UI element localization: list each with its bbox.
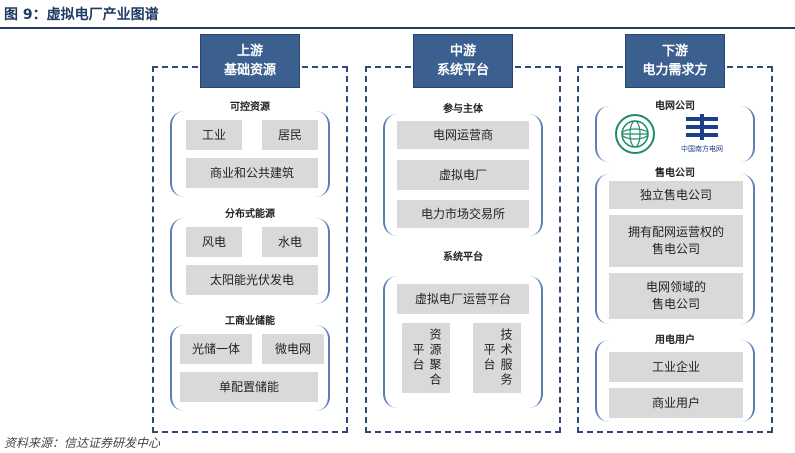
retail-independent: 独立售电公司	[609, 181, 743, 209]
distributed-group	[170, 218, 330, 304]
participant-vpp: 虚拟电厂	[397, 160, 529, 190]
controllable-label: 可控资源	[230, 102, 270, 113]
downstream-header: 下游 电力需求方	[625, 34, 725, 88]
grid-company-group	[595, 106, 755, 162]
controllable-item-commercial: 商业和公共建筑	[186, 158, 318, 188]
retail-grid-domain: 电网领域的售电公司	[609, 273, 743, 319]
midstream-header-line2: 系统平台	[436, 63, 489, 78]
storage-item-pv-storage: 光储一体	[180, 334, 252, 364]
upstream-header: 上游 基础资源	[200, 34, 300, 88]
storage-label: 工商业储能	[225, 316, 275, 327]
retail-label: 售电公司	[655, 168, 695, 179]
title-divider	[0, 27, 795, 29]
participant-grid-operator: 电网运营商	[397, 121, 529, 149]
midstream-header-line1: 中游	[449, 44, 476, 59]
retail-group	[595, 174, 755, 324]
retail-with-distribution-rights: 拥有配网运营权的售电公司	[609, 215, 743, 267]
users-group	[595, 340, 755, 422]
grid-company-label: 电网公司	[655, 101, 695, 112]
platform-group	[383, 276, 543, 408]
user-industrial: 工业企业	[609, 352, 743, 382]
controllable-item-resident: 居民	[262, 120, 318, 150]
storage-item-standalone: 单配置储能	[180, 372, 318, 402]
upstream-header-line2: 基础资源	[223, 63, 276, 78]
midstream-header: 中游 系统平台	[413, 34, 513, 88]
platform-operator: 虚拟电厂运营平台	[397, 284, 529, 314]
participants-group	[383, 114, 543, 236]
controllable-group	[170, 111, 330, 197]
controllable-item-industry: 工业	[186, 120, 242, 150]
state-grid-logo	[615, 114, 655, 154]
downstream-header-line1: 下游	[661, 44, 688, 59]
distributed-item-hydro: 水电	[262, 227, 318, 257]
southern-grid-text: 中国南方电网	[681, 145, 723, 153]
platform-label: 系统平台	[443, 252, 483, 263]
source-note: 资料来源：信达证券研发中心	[4, 436, 161, 450]
participant-exchange: 电力市场交易所	[397, 200, 529, 228]
user-commercial: 商业用户	[609, 388, 743, 418]
storage-group	[170, 325, 330, 411]
downstream-header-line2: 电力需求方	[642, 63, 708, 78]
participants-label: 参与主体	[443, 104, 483, 115]
southern-grid-mark	[686, 114, 718, 140]
distributed-item-solar: 太阳能光伏发电	[186, 265, 318, 295]
distributed-label: 分布式能源	[225, 209, 275, 220]
upstream-header-line1: 上游	[236, 44, 263, 59]
distributed-item-wind: 风电	[186, 227, 242, 257]
platform-technical-service: 技术服务平台	[473, 323, 521, 393]
figure-title: 图 9：虚拟电厂产业图谱	[4, 7, 159, 23]
storage-item-microgrid: 微电网	[262, 334, 324, 364]
china-southern-grid-logo: 中国南方电网	[672, 114, 732, 156]
platform-aggregation: 资源聚合平台	[402, 323, 450, 393]
users-label: 用电用户	[655, 335, 695, 346]
